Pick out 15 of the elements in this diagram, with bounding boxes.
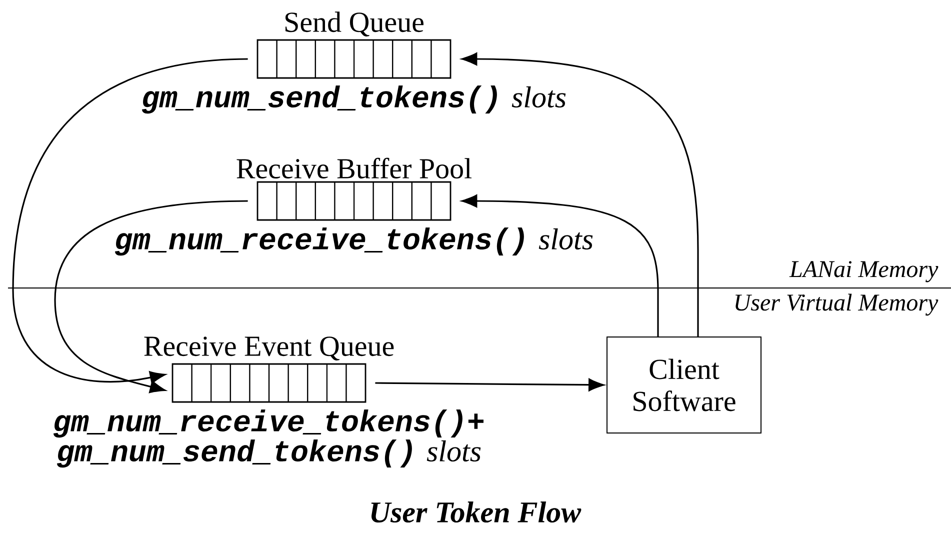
slot-count-note: gm_num_send_tokens() slots (142, 86, 566, 114)
arrow (462, 194, 659, 336)
queue-heading: Receive Buffer Pool (236, 158, 472, 178)
arrow (375, 378, 604, 392)
caption: User Token Flow (371, 501, 582, 523)
slot-count-note: gm_num_receive_tokens()+ gm_num_send_tokens() slots (54, 410, 484, 468)
queue-heading: Send Queue (285, 12, 424, 36)
arrow (12, 58, 248, 384)
arrow (462, 52, 699, 336)
process-box: Client Software (606, 336, 762, 434)
region-label: User Virtual Memory (736, 294, 938, 316)
arrow (54, 200, 248, 394)
queue-heading: Receive Event Queue (144, 336, 394, 360)
region-label: LANai Memory (789, 261, 938, 282)
slot-count-note: gm_num_receive_tokens() slots (115, 228, 593, 256)
